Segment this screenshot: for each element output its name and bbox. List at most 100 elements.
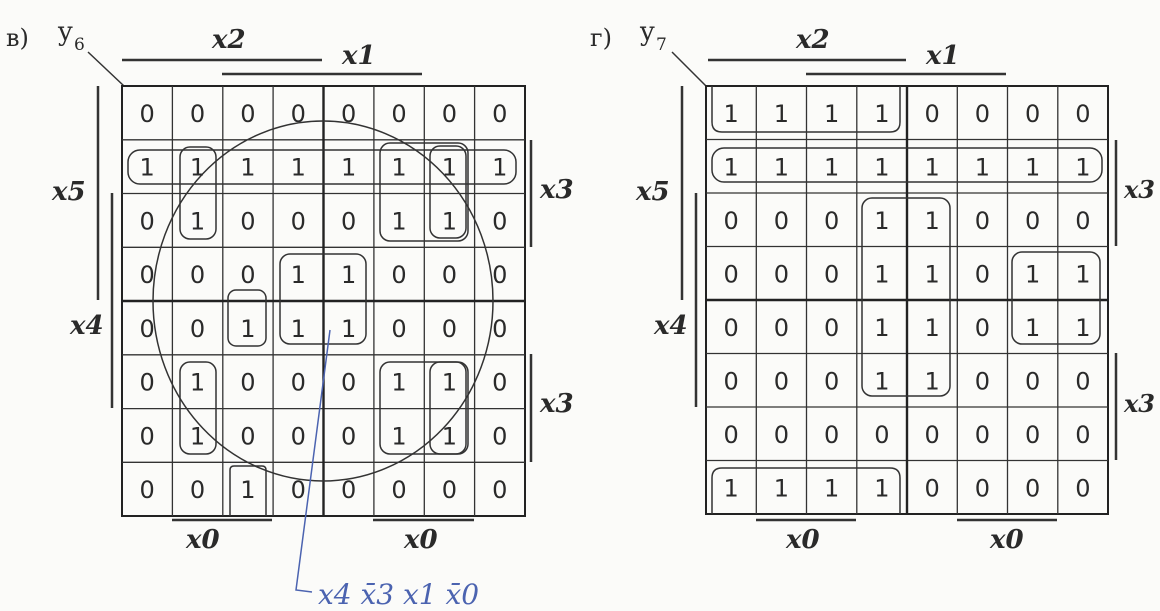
kmap-cell: 0	[492, 476, 507, 504]
kmap-cell: 1	[291, 261, 306, 289]
kmap-cell: 1	[874, 260, 889, 288]
var-label-x3-lower: x3	[539, 389, 574, 419]
var-label-x0-right: x0	[403, 525, 438, 555]
kmap-cell: 0	[975, 100, 990, 128]
var-label-x5: x5	[51, 177, 86, 207]
kmap-cell: 0	[391, 100, 406, 128]
kmap-cell: 1	[774, 474, 789, 502]
kmap-cell: 0	[341, 207, 356, 235]
kmap-v: в) y 6	[6, 17, 574, 611]
kmap-cell: 1	[874, 367, 889, 395]
kmap-cell: 0	[1025, 421, 1040, 449]
kmap-cell: 1	[391, 207, 406, 235]
kmap-cell: 0	[291, 100, 306, 128]
kmap-cell: 1	[1025, 314, 1040, 342]
kmap-cell: 1	[391, 422, 406, 450]
kmap-cell: 0	[824, 207, 839, 235]
kmap-cell: 0	[140, 422, 155, 450]
kmap-cell: 1	[190, 422, 205, 450]
kmap-cell: 0	[442, 315, 457, 343]
var-label-x3-upper: x3	[539, 175, 574, 205]
kmap-v-groupings	[127, 120, 517, 516]
var-label-x4: x4	[69, 311, 104, 341]
handwritten-note: x4 x̄3 x1 x̄0	[318, 578, 479, 611]
kmap-cell: 0	[492, 369, 507, 397]
kmap-cell: 1	[291, 154, 306, 182]
kmap-cell: 0	[975, 260, 990, 288]
var-label-x0-left: x0	[785, 525, 820, 555]
kmap-cell: 1	[723, 474, 738, 502]
kmap-cell: 0	[341, 369, 356, 397]
kmap-cell: 0	[975, 474, 990, 502]
diagram-letter-g: г)	[590, 24, 612, 52]
var-label-x0-left: x0	[185, 525, 220, 555]
kmap-cell: 1	[874, 153, 889, 181]
kmap-cell: 0	[774, 207, 789, 235]
kmap-cell: 0	[190, 315, 205, 343]
output-subscript-7: 7	[656, 35, 667, 55]
kmap-cell: 0	[824, 260, 839, 288]
kmap-cell: 1	[341, 261, 356, 289]
kmap-cell: 1	[1075, 314, 1090, 342]
kmap-cell: 0	[341, 100, 356, 128]
kmap-cell: 0	[1025, 100, 1040, 128]
kmap-cell: 1	[391, 154, 406, 182]
kmap-cell: 0	[874, 421, 889, 449]
kmap-cell: 1	[190, 207, 205, 235]
kmap-cell: 1	[140, 154, 155, 182]
kmap-cell: 1	[723, 100, 738, 128]
kmap-cell: 0	[442, 261, 457, 289]
var-label-x2: x2	[795, 25, 830, 55]
kmap-cell: 0	[240, 207, 255, 235]
var-label-x3-lower: x3	[1123, 389, 1155, 418]
var-label-x3-upper: x3	[1123, 175, 1155, 204]
kmap-cell: 1	[391, 369, 406, 397]
kmap-cell: 0	[723, 260, 738, 288]
kmap-cell: 0	[975, 421, 990, 449]
kmap-cell: 0	[975, 207, 990, 235]
kmap-cell: 0	[240, 422, 255, 450]
kmap-cell: 0	[190, 476, 205, 504]
kmap-cell: 0	[1075, 421, 1090, 449]
kmap-cell: 0	[442, 476, 457, 504]
kmap-cell: 1	[1025, 153, 1040, 181]
kmap-cell: 0	[1075, 100, 1090, 128]
kmap-cell: 1	[774, 153, 789, 181]
kmap-cell: 1	[1075, 153, 1090, 181]
kmap-cell: 1	[824, 474, 839, 502]
kmap-cell: 0	[492, 261, 507, 289]
kmap-cell: 0	[140, 261, 155, 289]
kmap-cell: 0	[975, 367, 990, 395]
kmap-cell: 1	[190, 154, 205, 182]
kmap-cell: 0	[1025, 207, 1040, 235]
kmap-cell: 1	[492, 154, 507, 182]
kmap-cell: 0	[1075, 207, 1090, 235]
kmap-cell: 0	[924, 100, 939, 128]
kmap-cell: 0	[291, 369, 306, 397]
kmap-cell: 1	[291, 315, 306, 343]
kmap-cell: 1	[341, 154, 356, 182]
kmap-cell: 1	[723, 153, 738, 181]
kmap-cell: 1	[240, 154, 255, 182]
kmap-cell: 0	[723, 314, 738, 342]
kmap-cell: 0	[1075, 474, 1090, 502]
kmap-cell: 1	[442, 207, 457, 235]
kmap-g-groupings	[711, 86, 1103, 514]
kmap-cell: 0	[975, 314, 990, 342]
kmap-cell: 0	[190, 100, 205, 128]
var-label-x5: x5	[635, 177, 670, 207]
kmap-cell: 1	[442, 369, 457, 397]
kmap-cell: 0	[1025, 474, 1040, 502]
var-label-x0-right: x0	[989, 525, 1024, 555]
kmap-cell: 1	[240, 476, 255, 504]
output-label-y6: y	[57, 17, 73, 47]
kmap-cell: 0	[824, 421, 839, 449]
kmap-cell: 0	[824, 367, 839, 395]
kmap-cell: 1	[924, 314, 939, 342]
kmap-cell: 0	[924, 474, 939, 502]
kmap-cell: 0	[140, 207, 155, 235]
var-label-x4: x4	[653, 311, 688, 341]
kmap-cell: 1	[924, 260, 939, 288]
